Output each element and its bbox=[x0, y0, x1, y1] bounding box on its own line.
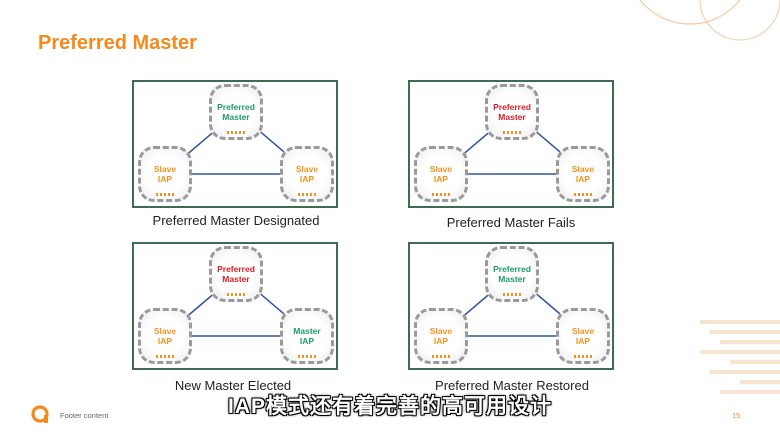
panel-caption: New Master Elected bbox=[174, 378, 292, 393]
ap-label-line1: Master bbox=[293, 326, 321, 336]
diagram-panel-restored: Preferred Master Slave IAP Slave IAP bbox=[408, 242, 614, 370]
ap-label-line2: IAP bbox=[575, 336, 591, 346]
led-indicator bbox=[156, 193, 174, 196]
ap-label-line2: Master bbox=[222, 112, 250, 122]
ap-label-line1: Slave bbox=[295, 164, 319, 174]
led-indicator bbox=[432, 355, 450, 358]
ap-label-line2: IAP bbox=[433, 174, 449, 184]
ap-label-line1: Slave bbox=[429, 164, 453, 174]
led-indicator bbox=[298, 193, 316, 196]
corner-circle-decoration bbox=[639, 0, 780, 41]
diagram-panel-designated: Preferred Master Slave IAP Slave IAP bbox=[132, 80, 338, 208]
ap-left: Slave IAP bbox=[138, 146, 192, 202]
ap-label-line1: Slave bbox=[571, 326, 595, 336]
ap-label-line2: IAP bbox=[433, 336, 449, 346]
led-indicator bbox=[227, 293, 245, 296]
ap-label-line2: Master bbox=[498, 112, 526, 122]
page-title: Preferred Master bbox=[38, 32, 197, 54]
ap-top: Preferred Master bbox=[209, 84, 263, 140]
ap-label-line2: IAP bbox=[157, 174, 173, 184]
led-indicator bbox=[227, 131, 245, 134]
footer-text: Footer content bbox=[60, 411, 109, 420]
ap-right: Slave IAP bbox=[556, 308, 610, 364]
ap-label-line1: Preferred bbox=[493, 264, 531, 274]
led-indicator bbox=[503, 293, 521, 296]
panel-caption: Preferred Master Fails bbox=[446, 215, 576, 230]
stripes-decoration bbox=[700, 320, 780, 394]
ap-left: Slave IAP bbox=[414, 308, 468, 364]
ap-label-line2: IAP bbox=[575, 174, 591, 184]
ap-right: Slave IAP bbox=[280, 146, 334, 202]
ap-label-line2: IAP bbox=[157, 336, 173, 346]
ap-left: Slave IAP bbox=[138, 308, 192, 364]
ap-label-line1: Slave bbox=[153, 164, 177, 174]
ap-label-line1: Preferred bbox=[217, 264, 255, 274]
ap-label-line2: Master bbox=[222, 274, 250, 284]
ap-top: Preferred Master bbox=[485, 84, 539, 140]
ap-label-line2: Master bbox=[498, 274, 526, 284]
diagram-panel-fails: Preferred Master Slave IAP Slave IAP bbox=[408, 80, 614, 208]
brand-logo-icon bbox=[31, 405, 49, 423]
ap-right: Master IAP bbox=[280, 308, 334, 364]
led-indicator bbox=[432, 193, 450, 196]
ap-right: Slave IAP bbox=[556, 146, 610, 202]
diagram-panel-new-master: Preferred Master Slave IAP Master IAP bbox=[132, 242, 338, 370]
page-number: 15 bbox=[732, 411, 741, 420]
ap-label-line1: Preferred bbox=[217, 102, 255, 112]
ap-top: Preferred Master bbox=[485, 246, 539, 302]
ap-label-line1: Preferred bbox=[493, 102, 531, 112]
ap-label-line2: IAP bbox=[299, 174, 315, 184]
video-subtitle: IAP模式还有着完善的高可用设计 bbox=[227, 395, 552, 418]
ap-label-line1: Slave bbox=[153, 326, 177, 336]
led-indicator bbox=[574, 355, 592, 358]
led-indicator bbox=[156, 355, 174, 358]
led-indicator bbox=[503, 131, 521, 134]
ap-top: Preferred Master bbox=[209, 246, 263, 302]
panel-caption: Preferred Master Designated bbox=[152, 213, 320, 228]
led-indicator bbox=[298, 355, 316, 358]
ap-label-line2: IAP bbox=[299, 336, 315, 346]
ap-left: Slave IAP bbox=[414, 146, 468, 202]
ap-label-line1: Slave bbox=[571, 164, 595, 174]
ap-label-line1: Slave bbox=[429, 326, 453, 336]
panel-caption: Preferred Master Restored bbox=[435, 378, 589, 393]
led-indicator bbox=[574, 193, 592, 196]
